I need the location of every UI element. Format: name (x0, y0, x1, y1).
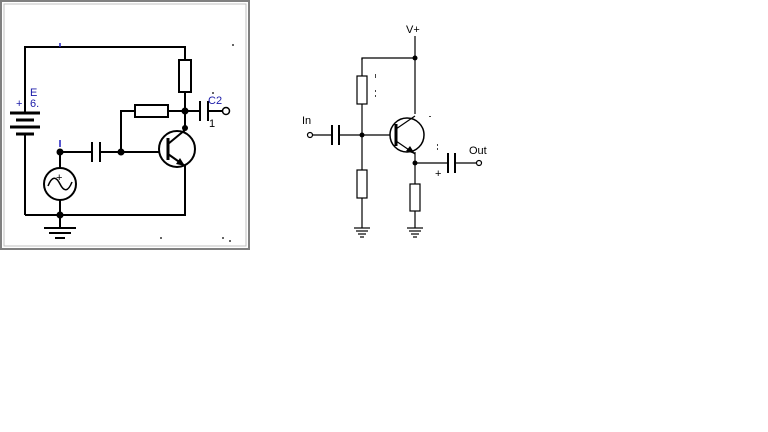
supply-label: V+ (406, 24, 420, 36)
input-terminal (306, 131, 314, 139)
battery-name-label: E (30, 87, 37, 99)
collector-resistor (178, 59, 192, 93)
transistor-right-collector-lead (395, 115, 416, 130)
emitter-resistor (409, 183, 421, 212)
right-schematic (306, 36, 483, 238)
top-wire (24, 46, 186, 100)
bias-resistor-r1 (356, 75, 368, 105)
npn-transistor-right (389, 117, 425, 153)
battery (10, 100, 40, 215)
supply-top-wire (361, 57, 415, 60)
left-schematic (0, 0, 250, 250)
output-label: Out (469, 145, 487, 157)
input-label: In (302, 115, 311, 127)
output-cap-polarity-label: + (435, 168, 441, 180)
junction-dots-right (359, 55, 418, 166)
bias-resistor (134, 104, 169, 118)
ground-rail (25, 165, 186, 216)
left-schematic-inner-frame (3, 3, 247, 247)
emitter-arrow-icon-right (406, 146, 415, 154)
transistor-collector-lead (167, 129, 186, 145)
left-schematic-frame (0, 0, 250, 250)
output-terminal-right (475, 159, 483, 167)
junction-dots-left (56, 107, 189, 219)
emitter-arrow-icon (176, 158, 185, 166)
bias-resistor-r2 (356, 169, 368, 199)
sine-wave-icon (47, 177, 73, 191)
stray-marks-right (375, 74, 438, 150)
battery-plus-label: + (16, 98, 22, 110)
ground-symbol-emitter (407, 227, 423, 238)
battery-value-label: 6. (30, 98, 39, 110)
capacitor-c2-pin-label: 1 (209, 118, 215, 130)
stray-marks (160, 44, 234, 242)
ground-symbol-r2 (354, 227, 370, 238)
bias-wire (120, 110, 135, 152)
source-plus-label: + (56, 172, 62, 184)
capacitor-c2-label: C2 (208, 95, 222, 107)
output-terminal (221, 106, 231, 116)
